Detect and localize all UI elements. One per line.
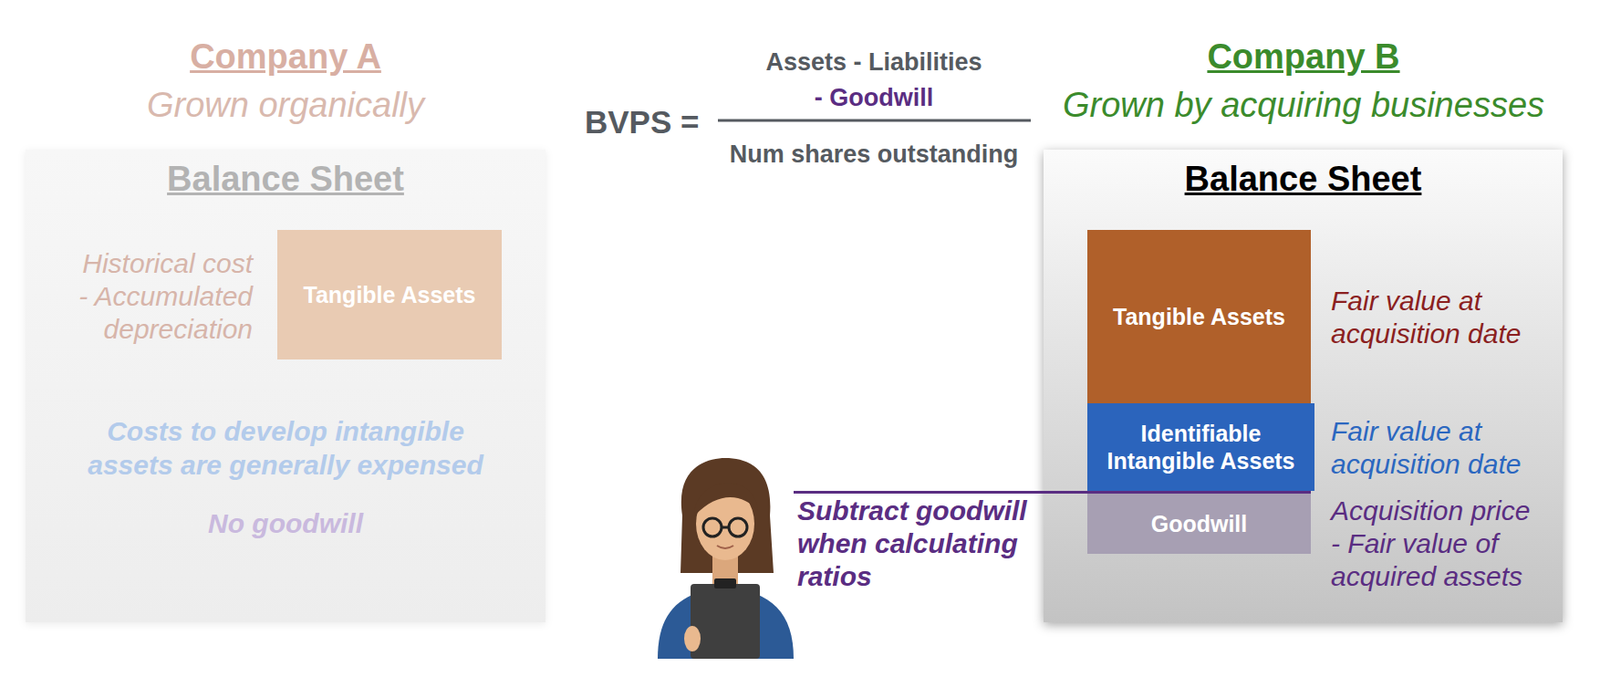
callout-note: Subtract goodwill when calculating ratio… xyxy=(797,494,1039,593)
intangible-note: Costs to develop intangible assets are g… xyxy=(71,414,500,482)
company-title: Company B xyxy=(1029,35,1578,78)
formula-numerator: Assets - Liabilities xyxy=(691,46,1057,78)
leader-layer xyxy=(793,491,1090,493)
goodwill-note: No goodwill xyxy=(25,507,546,541)
goodwill-box: Goodwill xyxy=(1087,490,1311,554)
valuation-note: Fair value at acquisition date xyxy=(1330,415,1539,481)
balance-sheet-panel: Balance SheetHistorical cost - Accumulat… xyxy=(25,149,546,623)
bangs xyxy=(694,482,759,517)
leader-line xyxy=(793,490,1090,494)
panel-heading: Balance Sheet xyxy=(1043,157,1563,200)
valuation-note: Historical cost - Accumulated depreciati… xyxy=(72,247,253,346)
formula-numerator: - Goodwill xyxy=(691,82,1057,114)
company-subtitle: Grown by acquiring businesses xyxy=(1029,83,1578,126)
valuation-note: Fair value at acquisition date xyxy=(1330,284,1539,351)
mouth xyxy=(716,545,734,549)
asset-box-label: Identifiable Intangible Assets xyxy=(1094,419,1308,475)
asset-box-label: Tangible Assets xyxy=(303,280,477,309)
clipboard xyxy=(690,583,760,659)
fraction-bar xyxy=(717,119,1031,123)
person-illustration xyxy=(657,457,794,659)
asset-box: Tangible Assets xyxy=(277,229,502,360)
asset-box: Identifiable Intangible Assets xyxy=(1087,403,1315,491)
company-title: Company A xyxy=(103,35,468,78)
valuation-note: Acquisition price - Fair value of acquir… xyxy=(1330,494,1539,593)
panel-grounds xyxy=(25,149,1563,623)
glasses-lens xyxy=(728,518,748,537)
glasses-bridge xyxy=(721,526,729,530)
formula-lhs: BVPS = xyxy=(584,103,713,142)
panel-ground xyxy=(25,149,546,623)
formula-denominator: Num shares outstanding xyxy=(691,138,1057,170)
asset-box-label: Tangible Assets xyxy=(1112,302,1286,331)
hair xyxy=(680,457,774,573)
hand xyxy=(684,625,701,652)
clipboard-clip xyxy=(714,578,737,589)
glasses-lens xyxy=(703,518,722,537)
balance-sheet-panel: Balance SheetFair value at acquisition d… xyxy=(1043,149,1563,623)
asset-box: Tangible Assets xyxy=(1087,229,1311,404)
panel-ground xyxy=(1043,149,1563,623)
goodwill-box-label: Goodwill xyxy=(1151,509,1248,538)
panel-heading: Balance Sheet xyxy=(25,157,546,200)
company-subtitle: Grown organically xyxy=(57,83,514,126)
